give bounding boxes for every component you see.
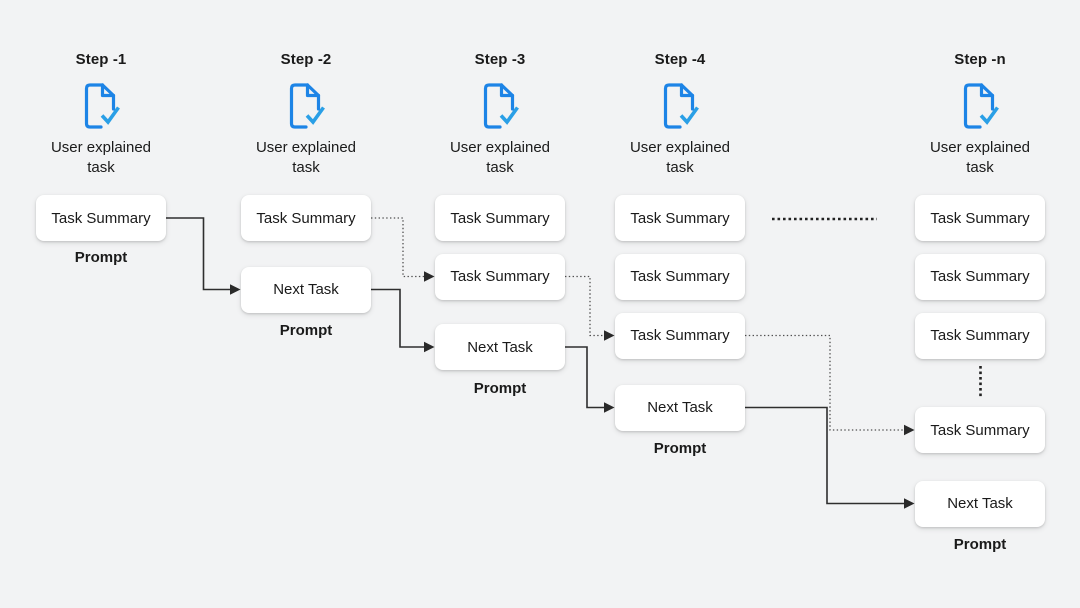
arrowhead-icon xyxy=(604,330,615,341)
node-label: Task Summary xyxy=(930,327,1030,344)
node-label: Next Task xyxy=(273,281,339,298)
arrowhead-icon xyxy=(230,284,241,295)
node-label: Task Summary xyxy=(630,327,730,344)
connector-solid-line xyxy=(166,217,232,291)
task-summary-box: Task Summary xyxy=(615,312,745,359)
document-check-icon xyxy=(963,83,999,129)
connector-dotted-line xyxy=(745,334,906,431)
node-label: Next Task xyxy=(467,338,533,356)
node-label: Task Summary xyxy=(450,268,550,285)
step-subtitle: User explained task xyxy=(929,139,1031,176)
document-check-icon xyxy=(663,83,699,129)
prompt-label: Prompt xyxy=(953,535,1007,553)
step-title: Step -1 xyxy=(75,51,127,68)
arrowhead-icon xyxy=(604,402,615,413)
step-subtitle: User explained task xyxy=(255,139,357,176)
node-label: Next Task xyxy=(647,399,713,416)
task-summary-box: Task Summary xyxy=(915,253,1045,300)
next-task-box: Next Task xyxy=(241,266,371,313)
node-label: Task Summary xyxy=(930,421,1030,439)
task-summary-box: Task Summary xyxy=(435,195,565,241)
document-check-icon xyxy=(84,83,120,129)
node-label: Task Summary xyxy=(450,209,550,227)
next-task-box: Next Task xyxy=(435,324,565,370)
node-label: Task Summary xyxy=(930,209,1030,227)
document-check-icon xyxy=(289,83,325,129)
connector-solid-line xyxy=(565,346,606,409)
step-subtitle: User explained task xyxy=(449,139,551,176)
node-label: Next Task xyxy=(947,495,1013,512)
task-summary-box: Task Summary xyxy=(615,195,745,241)
task-summary-box: Task Summary xyxy=(915,407,1045,453)
node-label: Task Summary xyxy=(51,209,151,227)
task-summary-box: Task Summary xyxy=(915,195,1045,241)
connector-dotted-line xyxy=(371,217,426,278)
document-check-icon xyxy=(483,83,519,129)
prompt-label: Prompt xyxy=(653,440,707,457)
arrowhead-icon xyxy=(904,498,915,509)
prompt-label: Prompt xyxy=(279,321,333,339)
prompt-label: Prompt xyxy=(74,248,128,266)
connector-dotted-line xyxy=(565,275,606,337)
step-title: Step -2 xyxy=(280,51,332,68)
arrowhead-icon xyxy=(424,341,435,353)
connector-solid-line xyxy=(745,406,906,505)
step-subtitle: User explained task xyxy=(50,139,152,176)
prompt-label: Prompt xyxy=(473,380,527,397)
step-title: Step -n xyxy=(954,51,1006,68)
task-summary-box: Task Summary xyxy=(241,195,371,241)
node-label: Task Summary xyxy=(930,268,1030,285)
step-title: Step -4 xyxy=(654,51,706,68)
task-summary-box: Task Summary xyxy=(615,253,745,300)
next-task-box: Next Task xyxy=(615,384,745,431)
task-summary-box: Task Summary xyxy=(915,312,1045,359)
node-label: Task Summary xyxy=(256,209,356,227)
step-subtitle: User explained task xyxy=(629,139,731,176)
arrowhead-icon xyxy=(904,424,915,436)
task-summary-box: Task Summary xyxy=(435,253,565,300)
task-summary-box: Task Summary xyxy=(36,195,166,241)
arrowhead-icon xyxy=(424,271,435,282)
step-title: Step -3 xyxy=(474,51,526,68)
next-task-box: Next Task xyxy=(915,480,1045,527)
node-label: Task Summary xyxy=(630,268,730,285)
node-label: Task Summary xyxy=(630,209,730,227)
connector-solid-line xyxy=(371,288,426,348)
